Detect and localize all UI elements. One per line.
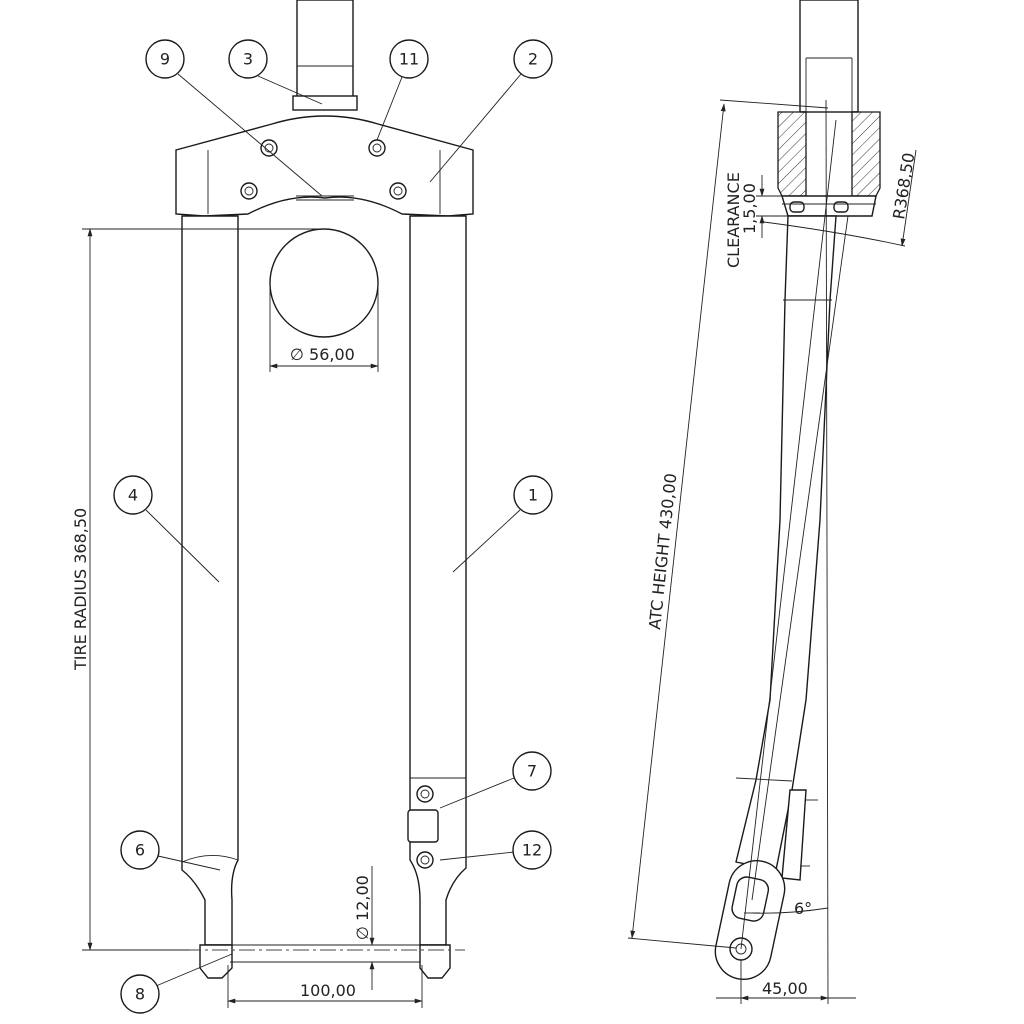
fork-leg-left [181, 215, 239, 946]
balloon-12: 12 [439, 830, 552, 870]
hub-spacing-dim: 100,00 [300, 981, 356, 1000]
balloon-9: 9 [145, 39, 323, 197]
crown-bolt [389, 182, 407, 200]
svg-text:8: 8 [135, 985, 145, 1004]
bearing-section-left [777, 111, 807, 197]
balloon-8: 8 [120, 953, 233, 1014]
fork-crown [175, 115, 474, 217]
dropout-right [419, 944, 451, 979]
side-view: ATC HEIGHT 430,00 CLEARANCE 1,5,00 R368,… [627, 0, 918, 1005]
balloon-1: 1 [452, 475, 553, 573]
steerer-circle [269, 228, 379, 338]
brake-bolt [416, 785, 434, 803]
crown-side [781, 195, 877, 217]
offset-dim: 45,00 [762, 979, 808, 998]
balloon-7: 7 [439, 751, 552, 809]
balloon-6: 6 [120, 830, 221, 871]
crown-bolt [260, 139, 278, 157]
radius-dim: R368,50 [889, 151, 918, 220]
clearance-value: 1,5,00 [740, 183, 759, 234]
front-view: ∅ 56,00 TIRE RADIUS 368,50 ∅ 12,00 100,0… [71, 0, 553, 1014]
svg-text:3: 3 [243, 50, 253, 69]
fork-blade-side [735, 215, 837, 871]
brake-bolt [416, 851, 434, 869]
brake-mount-slot [407, 809, 439, 843]
balloon-2: 2 [429, 39, 553, 183]
steerer-side [799, 0, 859, 113]
steerer-diameter-dim: ∅ 56,00 [290, 345, 355, 364]
disc-mount [781, 789, 807, 881]
tire-radius-dim: TIRE RADIUS 368,50 [71, 508, 90, 671]
svg-text:12: 12 [522, 841, 542, 860]
balloon-4: 4 [113, 475, 220, 583]
svg-text:2: 2 [528, 50, 538, 69]
clearance-label: CLEARANCE [724, 172, 743, 268]
svg-text:4: 4 [128, 486, 138, 505]
steerer-tube [296, 0, 354, 99]
svg-text:9: 9 [160, 50, 170, 69]
crown-bolt [240, 182, 258, 200]
bearing-section-right [851, 111, 881, 197]
balloon-3: 3 [228, 39, 323, 105]
svg-text:6: 6 [135, 841, 145, 860]
balloon-11: 11 [376, 39, 429, 141]
svg-text:11: 11 [399, 50, 419, 69]
steerer-collar [292, 95, 358, 111]
axle-diameter-dim: ∅ 12,00 [353, 875, 372, 940]
svg-text:1: 1 [528, 486, 538, 505]
angle-dim: 6° [794, 899, 812, 918]
svg-text:7: 7 [527, 762, 537, 781]
crown-bolt [368, 139, 386, 157]
